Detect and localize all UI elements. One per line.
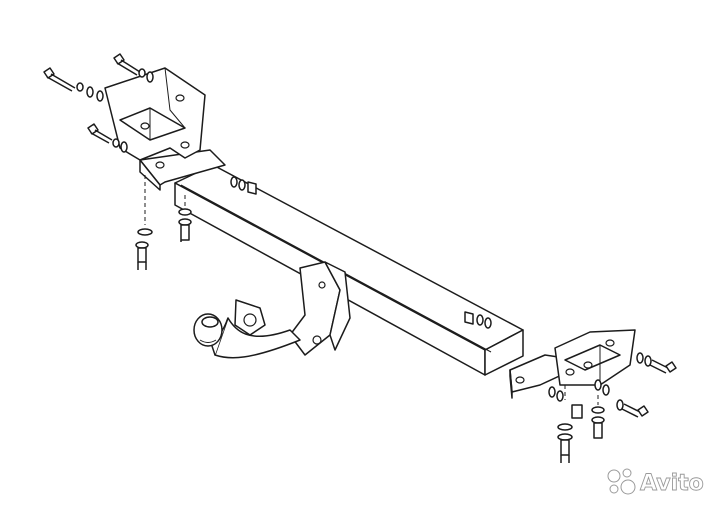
bracket-hole — [565, 368, 575, 376]
flange-hole — [243, 313, 257, 327]
avito-watermark: Avito — [607, 468, 704, 496]
crossbar-right-nut — [464, 311, 492, 329]
right-lower-hardware — [557, 385, 605, 463]
avito-logo-text: Avito — [640, 471, 704, 496]
tow-neck — [209, 299, 301, 359]
crossbar-left-nut — [230, 176, 257, 195]
right-vehicle-bracket — [515, 329, 636, 386]
bracket-hole — [180, 141, 190, 149]
bracket-hole — [175, 94, 185, 102]
right-side-bolts — [548, 352, 677, 418]
bracket-hole — [605, 339, 615, 347]
bracket-hole — [155, 161, 165, 169]
bracket-hole — [515, 376, 525, 384]
bracket-hole — [583, 361, 593, 369]
tow-arm-mount — [289, 261, 351, 356]
left-top-bolts — [43, 53, 154, 153]
bracket-hole — [140, 122, 150, 130]
tow-ball — [193, 313, 223, 347]
mount-hole — [312, 335, 322, 345]
left-vehicle-bracket — [104, 67, 206, 169]
left-lower-hardware — [135, 175, 192, 270]
avito-logo-icon — [607, 468, 636, 495]
mount-hole — [318, 281, 326, 289]
